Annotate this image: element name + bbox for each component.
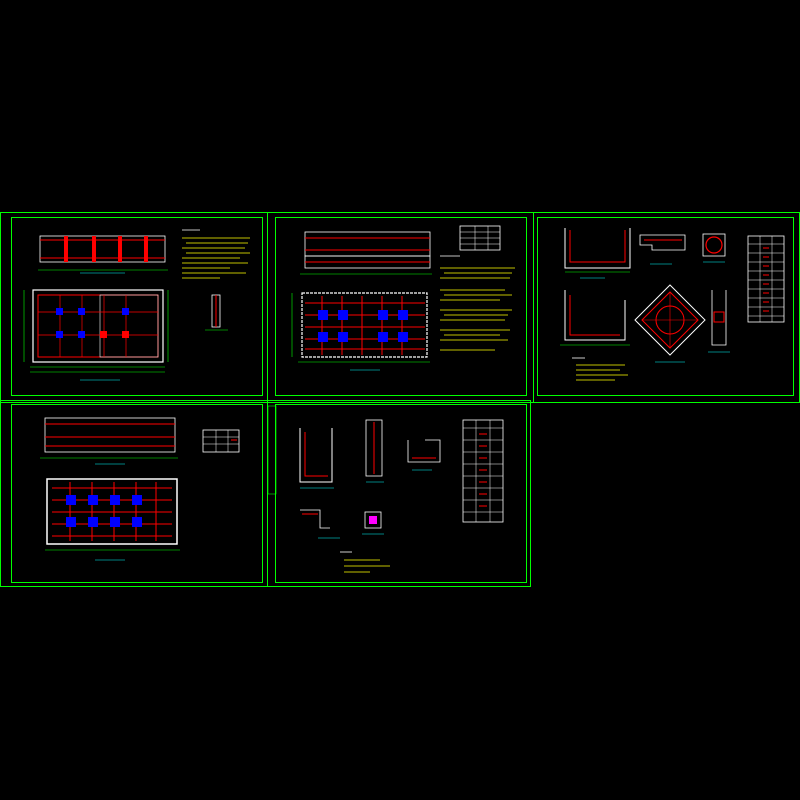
sheet-frame-3 xyxy=(537,217,794,396)
sheet-frame-outer-bottom xyxy=(0,400,531,587)
rebar-schedule xyxy=(202,429,240,453)
opening-detail-2 xyxy=(362,511,384,535)
sheet-frames xyxy=(0,212,800,587)
circular-opening-detail xyxy=(702,233,726,263)
sheet-frame-4 xyxy=(11,404,263,583)
detail-column xyxy=(205,294,228,331)
plan-view xyxy=(23,289,169,381)
sheet-5-content xyxy=(299,419,504,573)
sheet-3-content xyxy=(560,228,785,381)
diamond-slab-detail xyxy=(634,284,706,363)
opening-detail-1 xyxy=(300,509,340,539)
sheet-2-content xyxy=(291,225,515,371)
section-elevation xyxy=(300,231,432,275)
general-notes xyxy=(440,255,515,351)
corner-detail xyxy=(639,234,686,265)
sheet-frame-5 xyxy=(275,404,527,583)
wall-detail-2 xyxy=(365,419,384,483)
wall-section xyxy=(564,228,631,279)
rebar-table xyxy=(747,235,785,323)
notes xyxy=(340,551,390,573)
general-notes xyxy=(182,229,250,279)
opening-detail xyxy=(708,290,730,353)
reinforcement-plan xyxy=(45,478,180,561)
wall-detail-1 xyxy=(299,428,334,489)
sheet-frame-2 xyxy=(275,217,527,396)
rebar-schedule xyxy=(459,225,501,251)
wall-section-2 xyxy=(560,290,630,346)
sheet-frame-1 xyxy=(11,217,263,396)
reinforcement-plan xyxy=(291,292,430,371)
title-block-strip xyxy=(267,405,277,495)
notes xyxy=(572,357,628,381)
rebar-table xyxy=(462,419,504,523)
corner-detail xyxy=(407,439,441,471)
section-elevation xyxy=(40,417,178,465)
sheet-4-content xyxy=(40,417,240,561)
sheet-1-content xyxy=(23,229,250,381)
section-elevation xyxy=(38,235,168,274)
